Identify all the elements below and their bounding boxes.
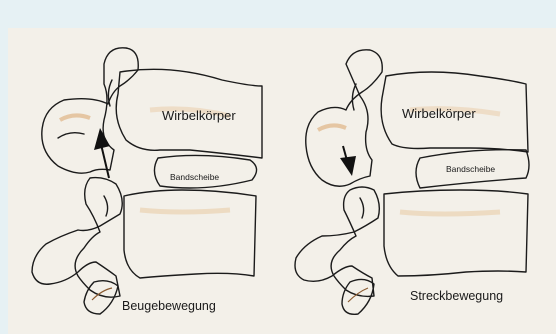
disc-label-right: Bandscheibe xyxy=(446,164,495,174)
caption-right: Streckbewegung xyxy=(410,289,503,303)
vertebra-label-right: Wirbelkörper xyxy=(402,106,476,121)
disc-label-left: Bandscheibe xyxy=(170,172,219,182)
caption-left: Beugebewegung xyxy=(122,299,216,313)
vertebra-label-left: Wirbelkörper xyxy=(162,108,236,123)
